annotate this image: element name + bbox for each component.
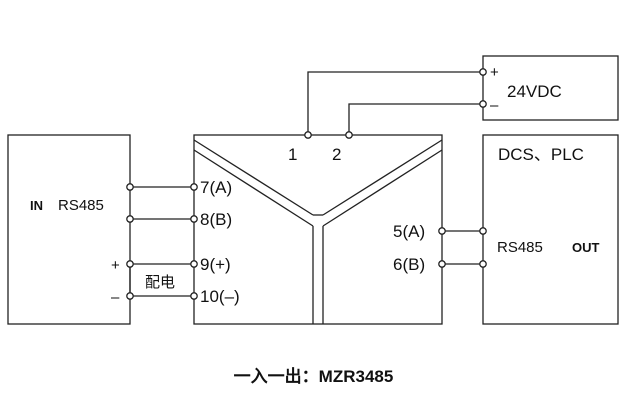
terminal-7-label: 7(A) — [200, 178, 232, 197]
terminal-5-label: 5(A) — [393, 222, 425, 241]
terminal-6-node — [438, 260, 446, 268]
out-a-node — [479, 227, 487, 235]
terminal-10-label: 10(–) — [200, 287, 240, 306]
input-wires — [129, 186, 194, 297]
power-minus-label: – — [490, 97, 499, 114]
in-plus-node — [126, 260, 134, 268]
power-minus-node — [479, 100, 487, 108]
terminal-8-label: 8(B) — [200, 210, 232, 229]
power-supply-box — [482, 55, 619, 121]
out-b-node — [479, 260, 487, 268]
terminal-10-node — [190, 292, 198, 300]
terminal-7-node — [190, 183, 198, 191]
terminal-5-node — [438, 227, 446, 235]
module-y-divider — [193, 139, 443, 324]
terminal-2-node — [345, 131, 353, 139]
power-plus-node — [479, 68, 487, 76]
out-label: OUT — [572, 240, 600, 255]
out-protocol-label: RS485 — [497, 239, 543, 256]
terminal-1-label: 1 — [288, 145, 297, 164]
output-device-title: DCS、PLC — [498, 145, 584, 164]
terminal-6-label: 6(B) — [393, 255, 425, 274]
in-plus-label: + — [111, 257, 120, 274]
in-minus-label: – — [111, 289, 120, 306]
diagram-caption: 一入一出：MZR3485 — [233, 367, 394, 386]
power-plus-label: + — [490, 64, 499, 81]
terminal-9-label: 9(+) — [200, 255, 231, 274]
in-label: IN — [30, 198, 43, 213]
input-device-box — [7, 134, 131, 325]
terminal-8-node — [190, 215, 198, 223]
in-b-node — [126, 215, 134, 223]
power-supply-label: 24VDC — [507, 82, 562, 101]
power-distribution-label: 配电 — [145, 274, 175, 291]
terminal-1-node — [304, 131, 312, 139]
in-a-node — [126, 183, 134, 191]
power-wires — [307, 71, 483, 135]
in-protocol-label: RS485 — [58, 197, 104, 214]
output-wires — [442, 230, 483, 265]
in-minus-node — [126, 292, 134, 300]
terminal-2-label: 2 — [332, 145, 341, 164]
terminal-9-node — [190, 260, 198, 268]
